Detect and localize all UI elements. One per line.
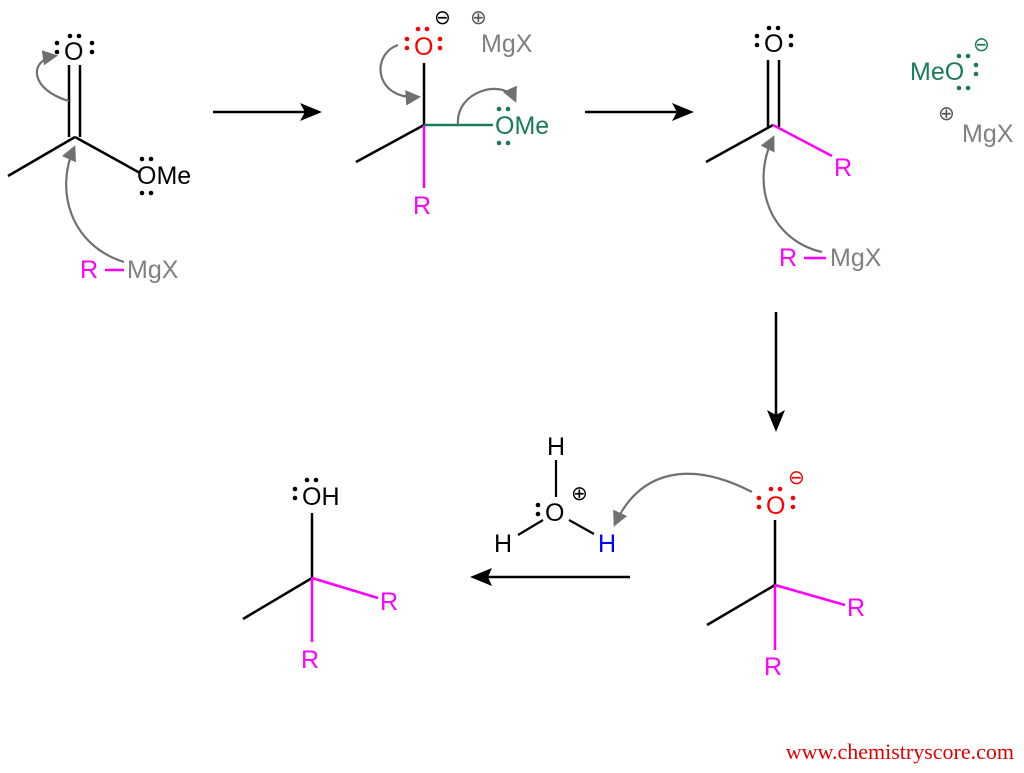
- c-r-bond-1: [311, 576, 379, 600]
- alkoxide-molecule: O ⊖ R R: [613, 465, 865, 681]
- reaction-arrow-1-head: [300, 103, 322, 121]
- alkoxide-lone-pairs: [404, 26, 443, 51]
- methoxy-leaving-group: OMe: [495, 112, 549, 140]
- hydroxyl-group: OH: [302, 483, 340, 511]
- r-group: R: [834, 154, 852, 182]
- reaction-arrow-2-head: [672, 103, 694, 121]
- site-watermark: www.chemistryscore.com: [786, 739, 1014, 764]
- c-o-single-bond: [74, 135, 141, 175]
- tertiary-alcohol: OH R R: [242, 477, 398, 674]
- ketone-molecule: O R: [705, 25, 852, 182]
- hydronium-h-top: H: [547, 433, 565, 461]
- negative-charge: ⊖: [434, 5, 451, 29]
- hydronium-ion: H O ⊕ H H: [494, 433, 616, 558]
- c-r-bond: [772, 123, 833, 158]
- methyl-bond: [7, 135, 76, 178]
- positive-charge: ⊕: [571, 481, 588, 505]
- alkoxide-lone-pairs: [756, 486, 796, 510]
- grignard-reagent-1: R MgX: [61, 145, 179, 284]
- o-h-bond-left: [517, 519, 544, 536]
- reaction-arrow-3-head: [767, 410, 785, 432]
- carbonyl-lone-pairs: [754, 25, 794, 48]
- reaction-arrow-4-head: [470, 568, 492, 586]
- mgx-counterion: MgX: [481, 30, 533, 58]
- methyl-bond: [706, 583, 776, 627]
- hydroxyl-lone-pairs: [292, 477, 319, 501]
- o-h-bond-right: [568, 519, 595, 535]
- methoxy-group: OMe: [137, 162, 191, 190]
- leaving-group-arrow: [456, 85, 517, 126]
- methoxide-salt: MeO ⊖ ⊕ MgX: [910, 32, 1014, 148]
- reform-carbonyl-arrow: [379, 43, 422, 106]
- positive-charge: ⊕: [470, 5, 487, 29]
- hydronium-h-left: H: [494, 530, 512, 558]
- negative-charge: ⊖: [973, 32, 990, 56]
- r-group: R: [779, 244, 797, 272]
- mgx-label: MgX: [127, 256, 179, 284]
- methoxide-lone-pairs: [956, 53, 979, 91]
- hydronium-lone-pair: [535, 502, 541, 517]
- methyl-bond: [355, 123, 425, 164]
- methoxy-lone-pairs: [139, 156, 154, 196]
- pi-bond-arrow: [35, 50, 70, 103]
- methoxy-lone-pairs: [496, 106, 511, 146]
- tetrahedral-intermediate: O ⊖ ⊕ MgX R OMe: [355, 5, 549, 220]
- acidic-proton: H: [598, 530, 616, 558]
- carbonyl-lone-pairs: [54, 33, 95, 55]
- alkoxide-oxygen: O: [766, 492, 785, 520]
- second-attack-arrow: [760, 135, 823, 254]
- ester-molecule: O OMe: [7, 33, 191, 196]
- methyl-bond: [705, 123, 774, 164]
- nucleophilic-attack-arrow: [61, 145, 125, 264]
- carbonyl-oxygen: O: [764, 30, 783, 58]
- positive-charge: ⊕: [938, 101, 955, 125]
- negative-charge: ⊖: [788, 465, 805, 489]
- carbonyl-oxygen: O: [64, 38, 83, 66]
- alkoxide-oxygen: O: [414, 33, 433, 61]
- grignard-reagent-2: R MgX: [760, 135, 882, 272]
- methyl-bond: [242, 576, 313, 621]
- hydronium-oxygen: O: [545, 499, 564, 527]
- r-group-1: R: [380, 588, 398, 616]
- r-group-1: R: [847, 594, 865, 622]
- protonation-arrow: [613, 472, 753, 527]
- c-r-bond-1: [774, 583, 846, 607]
- mgx-label: MgX: [830, 244, 882, 272]
- methoxide-label: MeO: [910, 58, 964, 86]
- r-group-2: R: [301, 646, 319, 674]
- mgx-counterion: MgX: [962, 120, 1014, 148]
- r-group-2: R: [764, 653, 782, 681]
- r-group: R: [413, 192, 431, 220]
- r-group: R: [80, 256, 98, 284]
